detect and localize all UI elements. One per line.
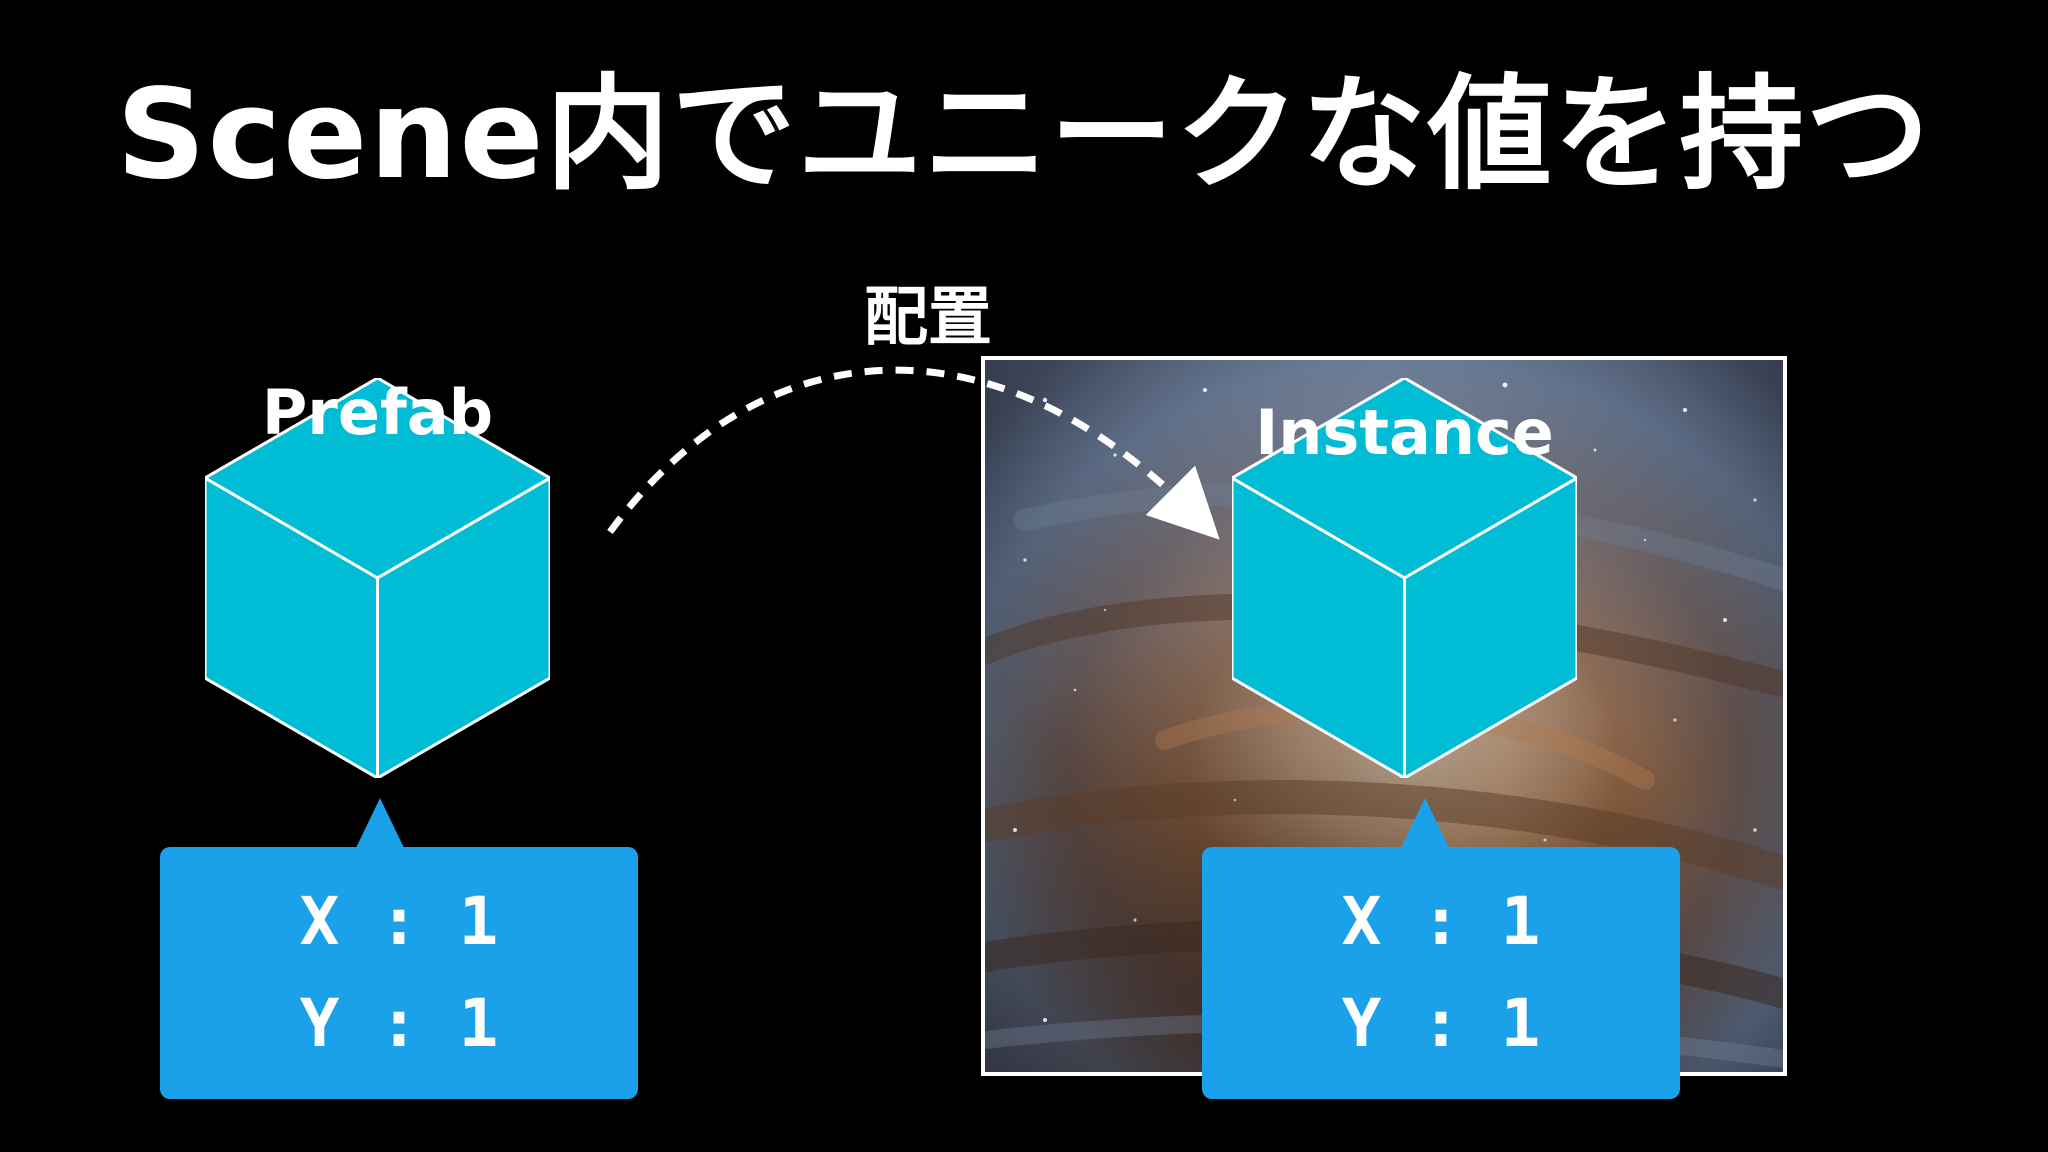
instance-x-value: X : 1 bbox=[1341, 883, 1541, 960]
prefab-label: Prefab bbox=[261, 376, 494, 449]
arrow-label: 配置 bbox=[864, 281, 992, 355]
instance-values-callout: X : 1 Y : 1 bbox=[1202, 847, 1680, 1099]
instance-y-value: Y : 1 bbox=[1341, 985, 1541, 1062]
instance-callout-pointer bbox=[1400, 798, 1450, 850]
instance-label: Instance bbox=[1255, 396, 1554, 469]
prefab-values-callout: X : 1 Y : 1 bbox=[160, 847, 638, 1099]
prefab-cube-icon bbox=[205, 378, 550, 778]
prefab-x-value: X : 1 bbox=[299, 883, 499, 960]
prefab-y-value: Y : 1 bbox=[299, 985, 499, 1062]
slide-title: Scene内でユニークな値を持つ bbox=[116, 63, 1932, 207]
prefab-callout-pointer bbox=[355, 798, 405, 850]
instance-cube-icon bbox=[1232, 378, 1577, 778]
